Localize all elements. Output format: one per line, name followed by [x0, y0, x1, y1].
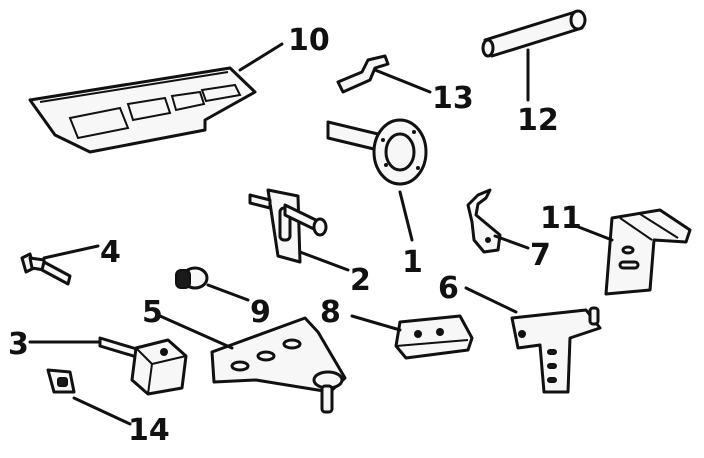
part-1-disc-shaft — [326, 118, 428, 186]
callout-11: 11 — [540, 201, 582, 236]
leader-8 — [350, 314, 402, 332]
callout-13: 13 — [432, 81, 474, 116]
leader-7 — [493, 234, 530, 250]
leader-14 — [72, 396, 132, 426]
callout-2: 2 — [350, 263, 371, 298]
part-4-rivet — [20, 252, 72, 286]
part-10-tray — [28, 66, 257, 154]
part-11-angle-bracket — [604, 208, 692, 296]
part-6-hinge-bracket — [510, 306, 602, 394]
part-5-plate-stud — [210, 316, 347, 414]
leader-5 — [158, 314, 234, 350]
callout-12: 12 — [517, 103, 559, 138]
part-14-fastener — [46, 368, 76, 394]
leader-2 — [298, 250, 350, 272]
callout-14: 14 — [128, 413, 170, 448]
part-9-spring-plug — [175, 266, 209, 290]
part-13-bent-pin — [336, 54, 390, 94]
callout-1: 1 — [402, 245, 423, 280]
leader-10 — [238, 42, 284, 72]
part-2-bracket-pin — [248, 188, 328, 264]
callout-9: 9 — [250, 295, 271, 330]
callout-10: 10 — [288, 23, 330, 58]
leader-1 — [398, 190, 414, 242]
part-7-clip — [466, 188, 502, 254]
leader-13 — [373, 68, 432, 94]
leader-11 — [574, 224, 614, 242]
callout-7: 7 — [530, 238, 551, 273]
part-3-shaft-block — [98, 336, 188, 396]
callout-3: 3 — [8, 327, 29, 362]
leader-9 — [206, 283, 250, 302]
leader-4 — [42, 244, 100, 260]
callout-5: 5 — [142, 295, 163, 330]
part-8-plate — [394, 314, 474, 360]
callout-4: 4 — [100, 235, 121, 270]
leader-6 — [464, 286, 518, 314]
callout-6: 6 — [438, 271, 459, 306]
callout-8: 8 — [320, 295, 341, 330]
part-12-rod — [481, 9, 587, 58]
